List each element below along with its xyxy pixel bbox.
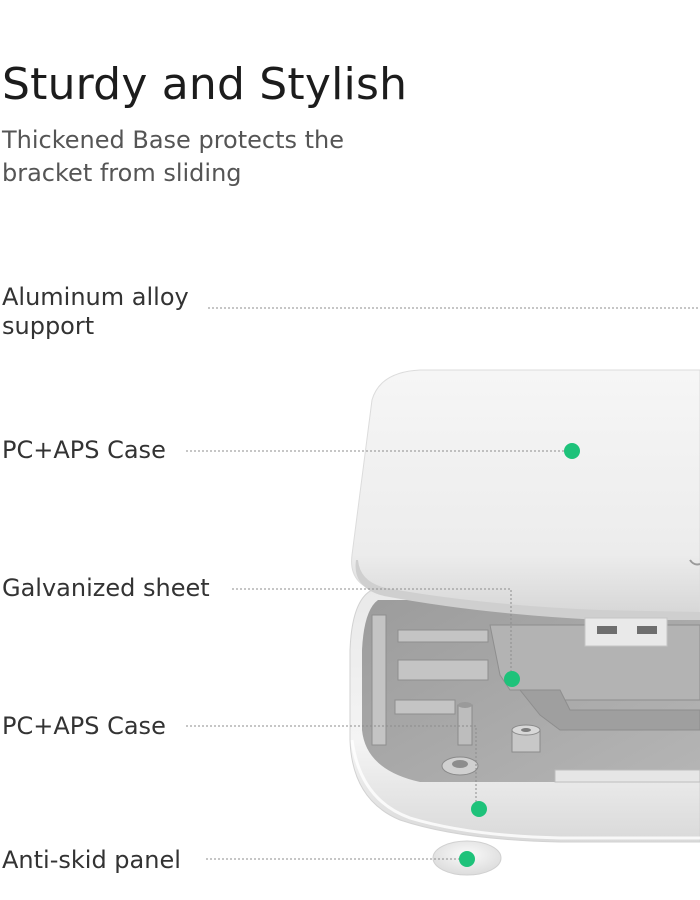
- marker-galvanized-sheet: [504, 671, 520, 687]
- callout-label-pc-aps-case-bottom: PC+APS Case: [2, 712, 166, 740]
- page-subtitle: Thickened Base protects the bracket from…: [2, 126, 345, 187]
- page-title: Sturdy and Stylish: [2, 59, 408, 110]
- marker-pc-aps-case-bottom: [471, 801, 487, 817]
- callout-label-anti-skid-panel: Anti-skid panel: [2, 846, 181, 874]
- marker-pc-aps-case-top: [564, 443, 580, 459]
- callout-label-galvanized-sheet: Galvanized sheet: [2, 574, 210, 602]
- lower-case: [349, 589, 700, 843]
- internal-ribs: [371, 614, 700, 783]
- upper-case-lid: [351, 369, 700, 647]
- screw-posts: [441, 702, 541, 776]
- leader-lines: [186, 307, 700, 860]
- marker-anti-skid-panel: [459, 851, 475, 867]
- callout-label-pc-aps-case-top: PC+APS Case: [2, 436, 166, 464]
- callout-markers: [459, 443, 580, 867]
- callout-label-aluminum-alloy-support: Aluminum alloy support: [2, 283, 189, 340]
